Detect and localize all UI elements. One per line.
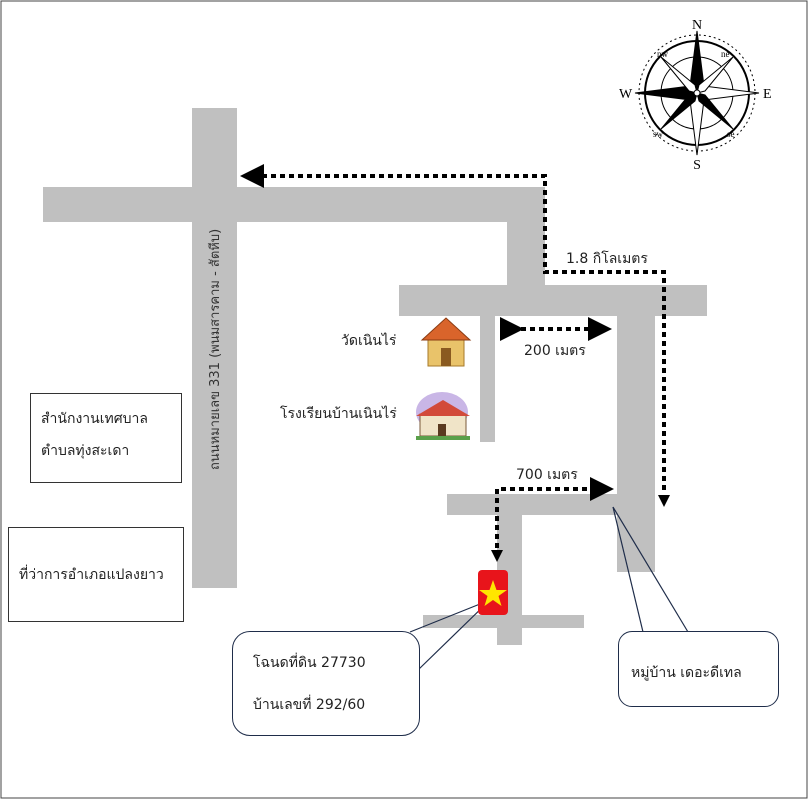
compass-se: se [727,129,735,139]
school-icon [416,392,470,440]
district-office-box: ที่ว่าการอำเภอแปลงยาว [8,527,184,622]
temple-label: วัดเนินไร่ [341,333,397,349]
roads [43,108,707,645]
municipal-office-line1: สำนักงานเทศบาล [41,411,148,427]
distance-200m: 200 เมตร [524,343,586,359]
village-callout: หมู่บ้าน เดอะดีเทล [618,631,779,707]
compass-rose-icon: N S E W ne nw se sw [619,18,772,173]
compass-n: N [692,18,702,33]
distance-700m: 700 เมตร [516,467,578,483]
road-right [617,316,655,572]
road-middle [399,285,707,316]
callout-pointers [409,506,689,671]
municipal-office-line2: ตำบลทุ่งสะเดา [41,443,130,459]
compass-nw: nw [657,49,669,59]
district-office-label: ที่ว่าการอำเภอแปลงยาว [19,567,164,583]
road-lower [447,494,617,515]
route-arrows [240,164,666,548]
plot-callout: โฉนดที่ดิน 27730 บ้านเลขที่ 292/60 [232,631,420,736]
road-bottom [423,615,584,628]
deed-number: โฉนดที่ดิน 27730 [253,655,366,671]
house-number: บ้านเลขที่ 292/60 [253,697,366,713]
star-icon [479,580,507,606]
compass-ne: ne [721,49,730,59]
compass-e: E [763,87,772,102]
plot-marker[interactable] [478,570,508,615]
arrow-700m [495,477,614,548]
compass-sw: sw [653,129,664,139]
route-arrow-head [658,495,670,507]
road-temple-lane [480,316,495,442]
compass-s: S [693,158,701,173]
compass-w: W [619,87,633,102]
road-connector [507,187,545,287]
distance-route: 1.8 กิโลเมตร [566,251,648,267]
plot-arrow-head [491,550,503,562]
road-top [43,187,545,222]
municipal-office-box: สำนักงานเทศบาล ตำบลทุ่งสะเดา [30,393,182,483]
village-name: หมู่บ้าน เดอะดีเทล [631,665,742,681]
temple-icon [420,317,472,367]
school-label: โรงเรียนบ้านเนินไร่ [280,406,397,422]
route-arrow-main [240,164,666,490]
road-331-label: ถนนหมายเลข 331 (พนมสารคาม - สัตหีบ) [207,229,223,470]
